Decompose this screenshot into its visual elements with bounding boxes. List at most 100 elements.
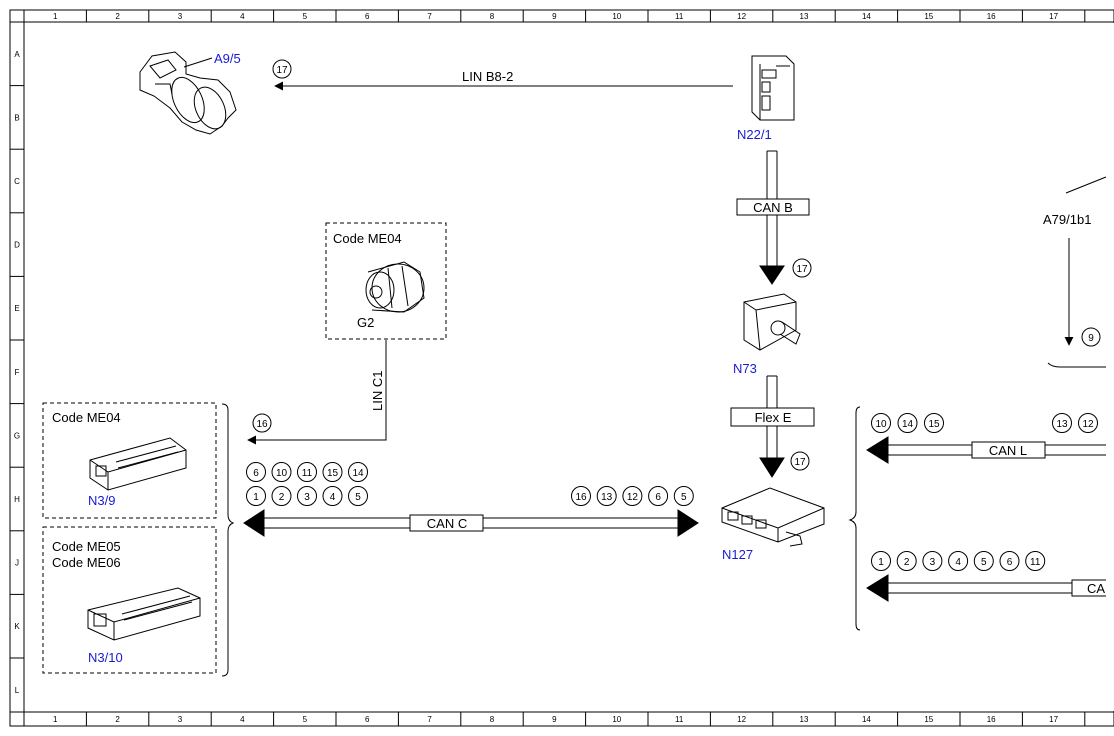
callout-circle (322, 486, 343, 506)
callout-circle (622, 486, 643, 506)
callout-circle (922, 551, 943, 571)
a79-1b1-bracket (1047, 362, 1106, 368)
row-marker: E (14, 304, 19, 313)
svg-text:17: 17 (796, 264, 808, 275)
row-marker: G (14, 431, 20, 440)
bus-label-can-c: CAN C (427, 516, 467, 531)
callout-circle (673, 486, 694, 506)
callout-number: 6 (253, 468, 259, 479)
callout-number: 4 (955, 557, 961, 568)
callout-circle (871, 551, 891, 571)
column-marker: 3 (178, 715, 183, 724)
column-marker: 9 (552, 12, 557, 21)
column-marker: 13 (800, 715, 809, 724)
callout-number: 3 (304, 492, 310, 503)
g2-code-box (325, 222, 447, 340)
can-b-line (759, 150, 785, 285)
column-marker: 10 (612, 715, 621, 724)
row-marker: C (14, 177, 20, 186)
column-marker: 2 (115, 715, 120, 724)
frame (9, 9, 1114, 727)
column-marker: 7 (427, 12, 432, 21)
bus-label-flex-e: Flex E (755, 410, 792, 425)
column-marker: 4 (240, 715, 245, 724)
column-marker: 5 (303, 12, 308, 21)
column-marker: 3 (178, 12, 183, 21)
row-marker: D (14, 241, 20, 250)
callout-a79-1b1: 9 (1081, 327, 1101, 347)
callout-number: 5 (355, 492, 361, 503)
n3-9-code-box (42, 402, 217, 519)
svg-text:16: 16 (256, 419, 268, 430)
component-label-n73: N73 (733, 361, 757, 376)
callout-number: 5 (681, 492, 687, 503)
g2-code-label: Code ME04 (333, 231, 402, 246)
callout-number: 14 (902, 419, 914, 430)
right-group-brace (848, 406, 861, 631)
svg-text:17: 17 (276, 65, 288, 76)
bus-label-can-b: CAN B (753, 200, 793, 215)
column-marker: 11 (675, 715, 684, 724)
column-marker: 6 (365, 715, 370, 724)
n3-10-engine-ecu-drawing (87, 587, 201, 641)
left-group-brace (221, 403, 235, 677)
callout-circle (648, 486, 669, 506)
bus-box-can-l (971, 441, 1046, 459)
row-marker: A (14, 50, 20, 59)
bus-label-lin-c1: LIN C1 (370, 371, 385, 411)
right-edge-mask (1106, 23, 1114, 711)
column-marker: 12 (737, 12, 746, 21)
component-label-n127: N127 (722, 547, 753, 562)
row-marker: K (14, 622, 20, 631)
bus-label-can-l: CAN L (989, 443, 1027, 458)
column-marker: 1 (53, 12, 58, 21)
n22-1-control-unit-drawing (751, 55, 795, 121)
callout-circle (973, 551, 994, 571)
callout-number: 10 (276, 468, 288, 479)
callout-number: 1 (878, 557, 884, 568)
column-marker: 14 (862, 715, 871, 724)
callout-lin-b8-2: 17 (272, 59, 292, 79)
callout-circle (596, 486, 617, 506)
svg-text:9: 9 (1088, 333, 1094, 344)
column-marker: 15 (924, 715, 933, 724)
n3-9-engine-ecu-drawing (89, 437, 187, 491)
column-marker: 11 (675, 12, 684, 21)
callout-circle (897, 413, 918, 433)
callout-number: 10 (875, 419, 887, 430)
callout-number: 2 (279, 492, 285, 503)
callout-number: 15 (327, 468, 339, 479)
callout-number: 6 (1007, 557, 1013, 568)
bus-label-lin-b8-2: LIN B8-2 (462, 69, 513, 84)
callout-number: 4 (330, 492, 336, 503)
column-marker: 12 (737, 715, 746, 724)
callout-circle (246, 462, 266, 482)
row-marker: B (14, 113, 19, 122)
row-marker: L (15, 686, 20, 695)
column-marker: 9 (552, 715, 557, 724)
callout-circle (271, 462, 292, 482)
column-marker: 15 (924, 12, 933, 21)
n3-10-code-box (42, 526, 217, 674)
n3-10-code-label-1: Code ME05 (52, 539, 121, 554)
callout-circle (1052, 413, 1072, 433)
callout-circle (1078, 413, 1098, 433)
callout-flex-e: 17 (790, 451, 810, 471)
bus-box-flex-e (730, 407, 815, 427)
column-marker: 13 (800, 12, 809, 21)
n127-control-unit-drawing (721, 487, 825, 547)
svg-text:17: 17 (794, 457, 806, 468)
callout-number: 5 (981, 557, 987, 568)
bus-label-can-bottom: CA (1087, 581, 1105, 596)
component-label-n3-9: N3/9 (88, 493, 115, 508)
callout-circle (1025, 551, 1046, 571)
row-marker: F (15, 368, 20, 377)
column-marker: 5 (303, 715, 308, 724)
callout-number: 13 (601, 492, 613, 503)
